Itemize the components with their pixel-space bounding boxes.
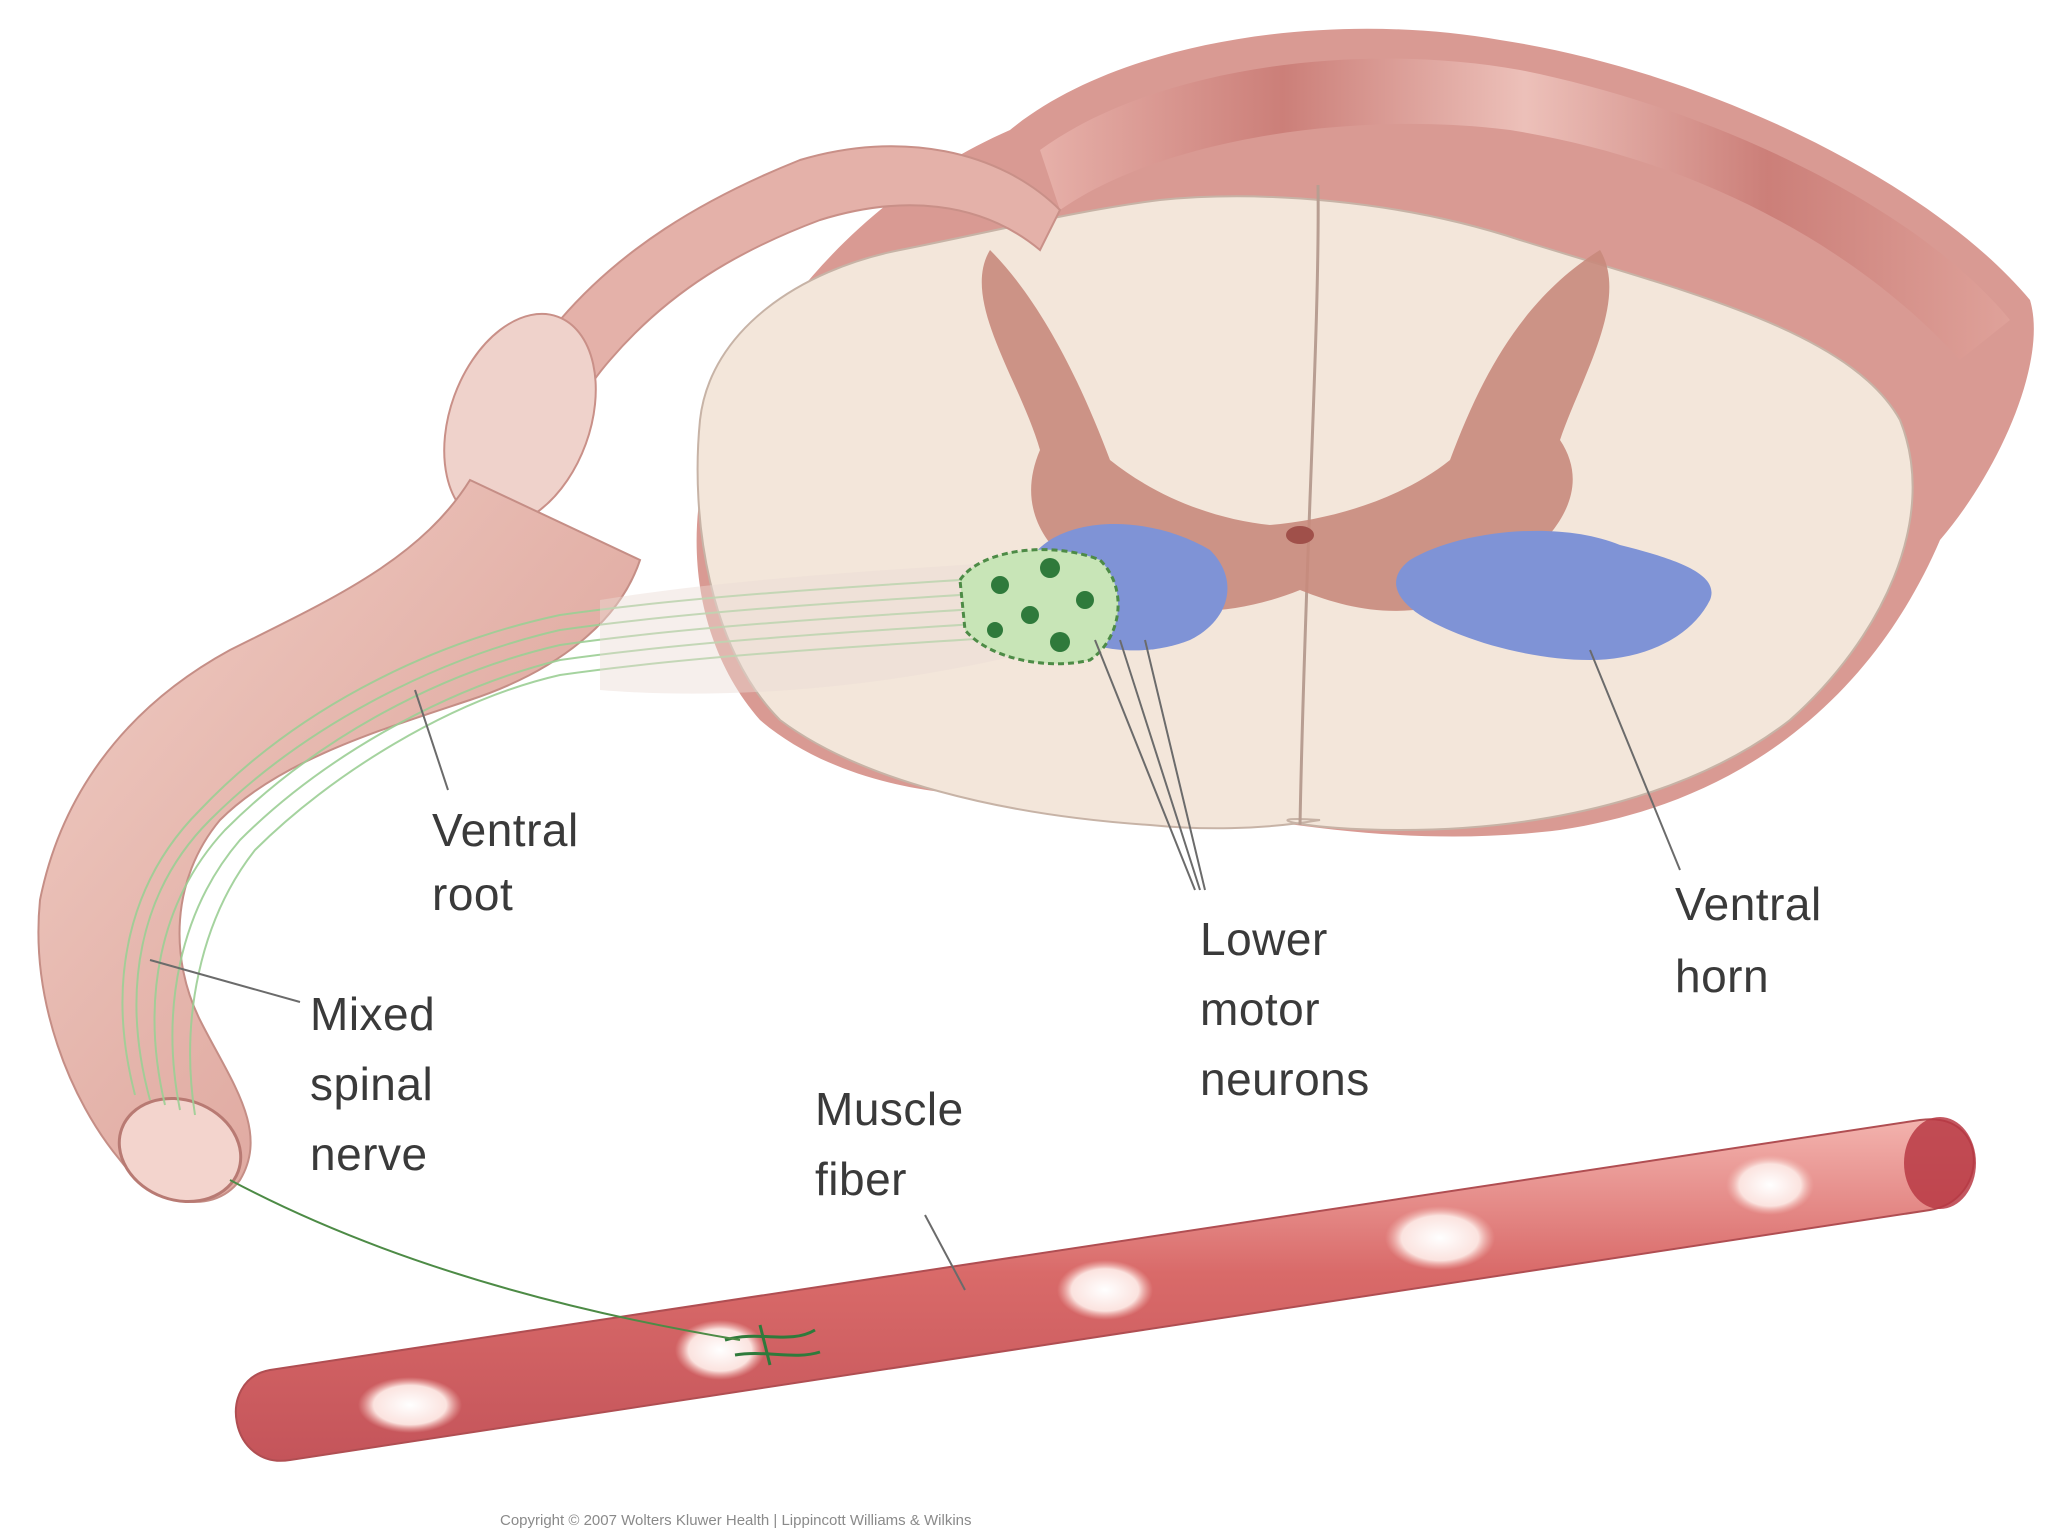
muscle-nucleus — [1057, 1260, 1153, 1320]
leader-lines — [149, 639, 1681, 1291]
label-lower-motor-neurons: Lower motor neurons — [1200, 913, 1370, 1105]
gray-matter — [981, 250, 1610, 611]
label-ventral-root-line1: Ventral — [432, 804, 579, 856]
label-mixed-spinal-nerve: Mixed spinal nerve — [310, 988, 435, 1180]
muscle-nucleus — [1385, 1206, 1495, 1270]
spinal-nerve — [37, 145, 1062, 1204]
neuron-cluster-outline — [958, 548, 1120, 666]
neuron-cell-body — [1040, 558, 1060, 578]
nerve-cut-end — [117, 1096, 243, 1204]
leader-ventral-horn — [1589, 649, 1681, 871]
meninges-band — [1040, 58, 2010, 360]
label-ventral-horn-line1: Ventral — [1675, 878, 1822, 930]
label-mixed-line2: spinal — [310, 1058, 433, 1110]
muscle-nucleus — [675, 1320, 765, 1380]
neuron-cell-body — [1076, 591, 1094, 609]
median-fissure — [1298, 184, 1320, 826]
label-lmn-line1: Lower — [1200, 913, 1328, 965]
ventral-root-fibers — [121, 574, 1041, 1116]
neuromuscular-junction — [724, 1324, 821, 1366]
leader-lower-motor-neurons-c — [1144, 639, 1206, 891]
muscle-fiber-end — [1904, 1117, 1976, 1209]
label-mixed-line3: nerve — [310, 1128, 428, 1180]
neuron-cell-body — [1021, 606, 1039, 624]
motor-axon-to-muscle — [229, 1179, 741, 1341]
central-canal — [1286, 526, 1314, 544]
copyright-text: Copyright © 2007 Wolters Kluwer Health |… — [500, 1512, 972, 1529]
muscle-nucleus — [358, 1377, 462, 1433]
leader-mixed-nerve — [149, 959, 301, 1003]
ventral-horn-right — [1396, 530, 1712, 660]
label-lmn-line2: motor — [1200, 983, 1320, 1035]
label-ventral-horn-line2: horn — [1675, 950, 1769, 1002]
leader-lower-motor-neurons-a — [1094, 639, 1196, 891]
leader-muscle-fiber — [924, 1214, 966, 1291]
leader-lower-motor-neurons-b — [1119, 639, 1201, 891]
label-muscle-line2: fiber — [815, 1153, 907, 1205]
neuron-cell-body — [987, 622, 1003, 638]
label-muscle-line1: Muscle — [815, 1083, 964, 1135]
label-ventral-root-line2: root — [432, 868, 513, 920]
muscle-fiber — [229, 1117, 1976, 1462]
label-ventral-root: Ventral root — [432, 804, 579, 920]
label-ventral-horn: Ventral horn — [1675, 878, 1822, 1002]
lower-motor-neuron-cluster — [958, 548, 1120, 666]
label-mixed-line1: Mixed — [310, 988, 435, 1040]
label-muscle-fiber: Muscle fiber — [815, 1083, 964, 1205]
muscle-nucleus — [1726, 1155, 1814, 1215]
leader-ventral-root — [414, 689, 449, 791]
ventral-root-bundle — [600, 560, 1040, 694]
neuron-cell-body — [991, 576, 1009, 594]
neuron-cell-body — [1050, 632, 1070, 652]
label-lmn-line3: neurons — [1200, 1053, 1370, 1105]
